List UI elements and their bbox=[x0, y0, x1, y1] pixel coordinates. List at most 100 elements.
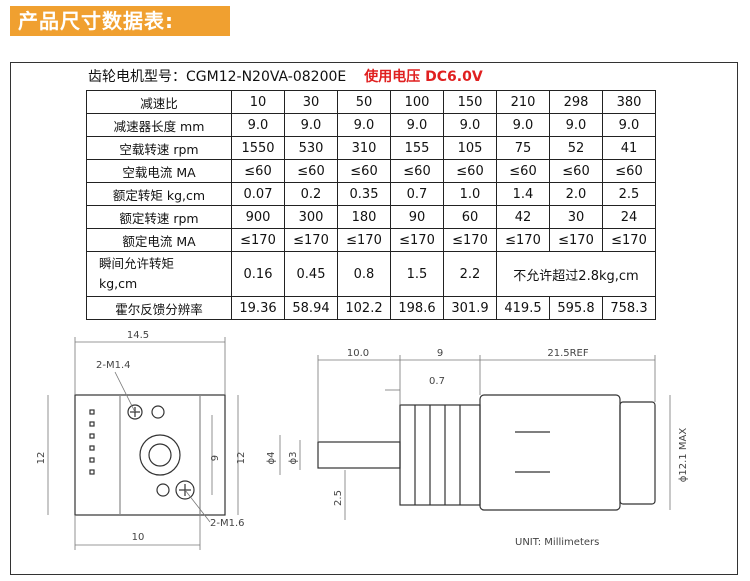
table-cell: ≤170 bbox=[231, 228, 285, 252]
table-cell: 298 bbox=[549, 90, 603, 114]
side-d3-label: ϕ3 bbox=[288, 452, 299, 465]
contact-pin bbox=[89, 469, 95, 475]
table-cell: 2.2 bbox=[443, 251, 497, 297]
section-title: 产品尺寸数据表: bbox=[10, 6, 230, 36]
side-215-label: 21.5REF bbox=[547, 348, 589, 359]
table-cell: 100 bbox=[390, 90, 444, 114]
gearbox bbox=[399, 404, 481, 506]
side-9-label: 9 bbox=[437, 348, 443, 359]
table-row: 瞬间允许转矩 kg,cm 0.16 0.45 0.8 1.5 2.2 不允许超过… bbox=[86, 251, 656, 297]
motor-model: 齿轮电机型号：CGM12-N20VA-08200E bbox=[88, 69, 347, 85]
table-cell: 2.5 bbox=[602, 182, 656, 206]
leader-line-top bbox=[114, 371, 136, 413]
table-cell: ≤170 bbox=[549, 228, 603, 252]
row-label-line2: kg,cm bbox=[99, 276, 138, 291]
table-cell: 24 bbox=[602, 205, 656, 229]
dim-12-right-label: 12 bbox=[236, 452, 247, 465]
front-view bbox=[74, 394, 226, 516]
table-cell: 198.6 bbox=[390, 296, 444, 320]
side-view bbox=[317, 394, 656, 511]
table-cell: 42 bbox=[496, 205, 550, 229]
table-row: 额定转矩 kg,cm 0.07 0.2 0.35 0.7 1.0 1.4 2.0… bbox=[86, 182, 656, 206]
table-cell: 150 bbox=[443, 90, 497, 114]
side-d12-label: ϕ12.1 MAX bbox=[678, 428, 689, 483]
front-dimensions bbox=[47, 337, 239, 550]
row-label: 额定转矩 kg,cm bbox=[86, 182, 232, 206]
side-10-label: 10.0 bbox=[347, 348, 369, 359]
screw-hole-top-right bbox=[151, 405, 165, 419]
table-cell: 758.3 bbox=[602, 296, 656, 320]
shaft bbox=[317, 441, 401, 469]
contact-pin bbox=[89, 409, 95, 415]
table-row: 减速比 10 30 50 100 150 210 298 380 bbox=[86, 90, 656, 114]
spec-table: 减速比 10 30 50 100 150 210 298 380 减速器长度 m… bbox=[86, 90, 656, 320]
table-cell: ≤60 bbox=[231, 159, 285, 183]
table-cell: 310 bbox=[337, 136, 391, 160]
motor-body bbox=[479, 394, 621, 511]
front-plate-outline bbox=[74, 394, 226, 516]
table-cell: ≤60 bbox=[496, 159, 550, 183]
row-label-line1: 瞬间允许转矩 bbox=[99, 256, 175, 271]
table-cell: ≤60 bbox=[443, 159, 497, 183]
encoder-cap bbox=[619, 401, 656, 505]
voltage-label: 使用电压 DC6.0V bbox=[364, 69, 483, 85]
side-d4-label: ϕ4 bbox=[266, 452, 277, 465]
table-cell: ≤170 bbox=[496, 228, 550, 252]
row-label: 霍尔反馈分辨率 bbox=[86, 296, 232, 320]
spec-frame bbox=[10, 62, 738, 575]
table-cell: ≤170 bbox=[284, 228, 338, 252]
table-cell: 75 bbox=[496, 136, 550, 160]
table-cell: 2.0 bbox=[549, 182, 603, 206]
model-line: 齿轮电机型号：CGM12-N20VA-08200E 使用电压 DC6.0V bbox=[88, 67, 483, 87]
table-cell: ≤170 bbox=[390, 228, 444, 252]
table-cell: 0.8 bbox=[337, 251, 391, 297]
front-hub-outer bbox=[139, 434, 181, 476]
table-cell: 0.07 bbox=[231, 182, 285, 206]
table-cell: 0.16 bbox=[231, 251, 285, 297]
table-cell: 9.0 bbox=[284, 113, 338, 137]
contact-pin bbox=[89, 433, 95, 439]
table-cell: 1.4 bbox=[496, 182, 550, 206]
row-label: 减速器长度 mm bbox=[86, 113, 232, 137]
contact-pin bbox=[89, 445, 95, 451]
table-cell: 1.5 bbox=[390, 251, 444, 297]
side-dimensions bbox=[279, 355, 671, 520]
table-row: 额定转速 rpm 900 300 180 90 60 42 30 24 bbox=[86, 205, 656, 229]
table-cell: ≤60 bbox=[602, 159, 656, 183]
front-hub-inner bbox=[148, 443, 172, 467]
table-cell: 9.0 bbox=[549, 113, 603, 137]
side-07-label: 0.7 bbox=[429, 376, 445, 387]
table-cell: 19.36 bbox=[231, 296, 285, 320]
table-row: 霍尔反馈分辨率 19.36 58.94 102.2 198.6 301.9 41… bbox=[86, 296, 656, 320]
merged-note-cell: 不允许超过2.8kg,cm bbox=[496, 251, 656, 297]
dim-height-label: 12 bbox=[36, 452, 47, 465]
table-cell: 419.5 bbox=[496, 296, 550, 320]
table-cell: 102.2 bbox=[337, 296, 391, 320]
table-cell: 0.35 bbox=[337, 182, 391, 206]
table-cell: 9.0 bbox=[390, 113, 444, 137]
table-cell: 1550 bbox=[231, 136, 285, 160]
hole-bottom-label: 2-M1.6 bbox=[210, 518, 245, 529]
table-cell: 595.8 bbox=[549, 296, 603, 320]
contact-pin bbox=[89, 421, 95, 427]
table-cell: 0.2 bbox=[284, 182, 338, 206]
side-25-label: 2.5 bbox=[333, 490, 344, 506]
table-cell: 9.0 bbox=[496, 113, 550, 137]
leader-line-bottom bbox=[184, 489, 211, 523]
row-label: 空载电流 MA bbox=[86, 159, 232, 183]
table-cell: 1.0 bbox=[443, 182, 497, 206]
table-cell: ≤170 bbox=[337, 228, 391, 252]
screw-hole-top-left bbox=[127, 404, 143, 420]
table-cell: 30 bbox=[284, 90, 338, 114]
table-cell: 41 bbox=[602, 136, 656, 160]
hole-top-label: 2-M1.4 bbox=[96, 360, 131, 371]
table-cell: 301.9 bbox=[443, 296, 497, 320]
screw-hole-bottom-left bbox=[156, 483, 170, 497]
unit-label: UNIT: Millimeters bbox=[515, 537, 599, 548]
dim-width-label: 14.5 bbox=[127, 330, 149, 341]
dim-9-label: 9 bbox=[210, 455, 221, 461]
screw-hole-bottom-right bbox=[175, 480, 195, 500]
contact-pin bbox=[89, 457, 95, 463]
dim-10-label: 10 bbox=[132, 532, 145, 543]
